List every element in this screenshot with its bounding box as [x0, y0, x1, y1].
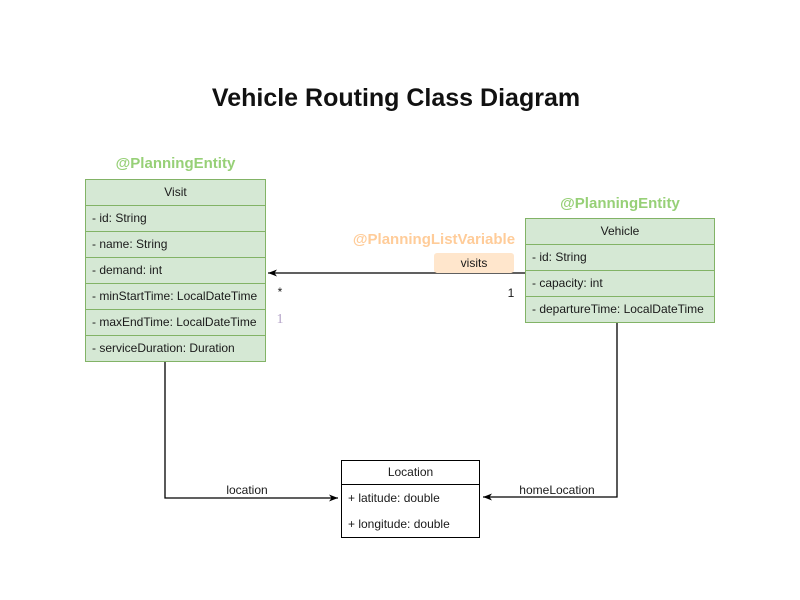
visit-attribute-max-end-time: - maxEndTime: LocalDateTime: [86, 309, 265, 335]
location-attributes-compartment: + latitude: double + longitude: double: [342, 484, 479, 537]
location-attribute-latitude: + latitude: double: [348, 491, 440, 505]
vehicle-planning-entity-annotation: @PlanningEntity: [560, 195, 680, 212]
visit-attribute-service-duration: - serviceDuration: Duration: [86, 335, 265, 361]
visit-attribute-min-start-time: - minStartTime: LocalDateTime: [86, 283, 265, 309]
visits-source-multiplicity: 1: [507, 286, 515, 300]
vehicle-attribute-capacity: - capacity: int: [526, 270, 714, 296]
visit-attribute-demand: - demand: int: [86, 257, 265, 283]
class-vehicle: Vehicle - id: String - capacity: int - d…: [525, 218, 715, 323]
diagram-title: Vehicle Routing Class Diagram: [211, 84, 581, 112]
location-attribute-longitude: + longitude: double: [348, 517, 450, 531]
visits-target-multiplicity: *: [277, 285, 283, 299]
visit-attribute-name: - name: String: [86, 231, 265, 257]
location-association-edge: [164, 361, 338, 502]
home-location-edge-label: homeLocation: [519, 483, 595, 497]
visits-edge-label: visits: [434, 253, 514, 273]
planning-list-variable-annotation: @PlanningListVariable: [352, 231, 516, 248]
class-location-name: Location: [387, 465, 434, 479]
visit-attribute-id: - id: String: [86, 205, 265, 231]
class-location: Location + latitude: double + longitude:…: [341, 460, 480, 538]
visit-planning-entity-annotation: @PlanningEntity: [115, 155, 236, 172]
class-visit-name: Visit: [164, 185, 187, 199]
class-visit: Visit - id: String - name: String - dema…: [85, 179, 266, 362]
visits-secondary-multiplicity: 1: [276, 312, 284, 327]
class-vehicle-name: Vehicle: [600, 224, 640, 238]
vehicle-attribute-id: - id: String: [526, 244, 714, 270]
vehicle-attribute-departure-time: - departureTime: LocalDateTime: [526, 296, 714, 322]
home-location-association-edge: [483, 322, 618, 501]
location-edge-label: location: [226, 483, 268, 497]
